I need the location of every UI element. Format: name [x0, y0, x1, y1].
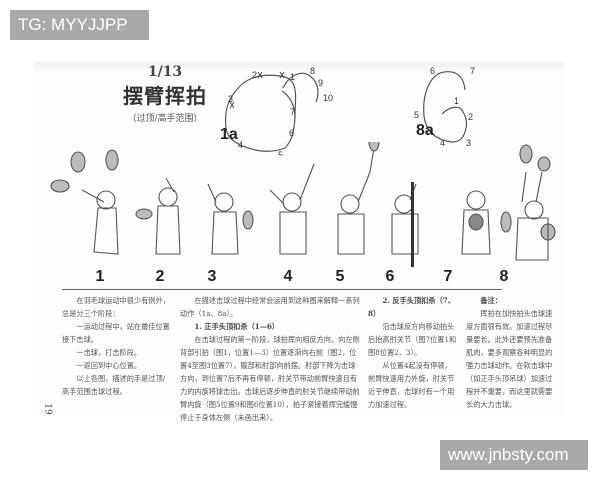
svg-text:2: 2 [468, 112, 473, 122]
step-number-3: 3 [207, 268, 217, 285]
paragraph: 一运动过程中，站在最佳位置接下击球。 [62, 322, 170, 344]
paragraph: 从位置4起没有停顿，前臂快速用力外旋，肘关节近乎伸直，击球时有一个用力加速过程。 [368, 361, 455, 409]
paragraph: 以上各图，描述的手是过顶/高手范围击球过程。 [62, 374, 166, 396]
figure-label-8a: 8a [416, 122, 434, 139]
paragraph: 一击球，打击阶段。 [76, 348, 142, 357]
trajectory-8a-diagram: 12 3 4 5 6 7 [414, 66, 475, 148]
svg-text:6: 6 [289, 128, 294, 138]
paragraph: 一返回到中心位置。 [76, 361, 142, 370]
svg-text:3: 3 [466, 138, 471, 148]
player-figures-illustration [50, 142, 556, 261]
step-number-7: 7 [443, 268, 453, 285]
svg-text:4: 4 [238, 140, 243, 150]
svg-text:6: 6 [430, 66, 435, 76]
svg-text:3: 3 [228, 94, 233, 104]
svg-text:10: 10 [323, 93, 333, 103]
paragraph: 在羽毛球运动中很少有例外，总是分三个阶段： [62, 296, 170, 318]
step-number-1: 1 [95, 268, 105, 285]
step-number-8: 8 [499, 268, 509, 285]
page-ref: 1/13 [147, 64, 183, 80]
step-number-5: 5 [335, 268, 345, 285]
paragraph: 挥拍在加快拍头击球速度方面很有效。加速过程尽量要长。此外还要预先准备肌肉，要多观… [466, 309, 553, 409]
paragraph: 在击球过程的第一阶段，球拍挥向相反方向，向左侧背部引拍（图1，位置1—3）位置逐… [180, 335, 360, 422]
svg-text:8: 8 [310, 66, 315, 76]
svg-text:2: 2 [252, 70, 257, 80]
svg-text:5: 5 [278, 150, 283, 156]
svg-text:1: 1 [454, 96, 459, 106]
page-title: 摆臂挥拍 [123, 84, 207, 108]
text-column-notes: 备注： 挥拍在加快拍头击球速度方面很有效。加速过程尽量要长。此外还要预先准备肌肉… [466, 294, 558, 411]
text-column-forehand: 在描述击球过程中经常会运用到这种图来解释一系列动作（1a、8a）。 1. 正手头… [180, 294, 360, 424]
page-edge-shade [34, 62, 564, 72]
watermark-bottom: www.jnbsty.com [440, 440, 588, 470]
svg-text:9: 9 [318, 78, 323, 88]
step-number-4: 4 [283, 268, 293, 285]
watermark-top: TG: MYYJJPP [10, 10, 149, 40]
text-column-backhand: 2. 反手头顶扣杀（7、8） 沿击球反方向移动拍头后抬高肘关节（图7位置1和图8… [368, 294, 458, 411]
svg-text:4: 4 [440, 138, 445, 148]
svg-text:7: 7 [470, 66, 475, 76]
section-heading: 备注： [480, 296, 502, 305]
svg-text:7: 7 [290, 107, 295, 117]
page-number: 19 [42, 403, 53, 415]
svg-text:1: 1 [290, 72, 295, 82]
page-subtitle: （过顶/高手范围） [127, 114, 203, 124]
title-block: 1/13 摆臂挥拍 （过顶/高手范围） [120, 64, 210, 124]
step-number-6: 6 [385, 268, 395, 285]
section-heading: 2. 反手头顶扣杀（7、8） [368, 296, 455, 318]
text-column-intro: 在羽毛球运动中很少有例外，总是分三个阶段： 一运动过程中，站在最佳位置接下击球。… [62, 294, 172, 398]
figure-label-1a: 1a [220, 126, 238, 143]
svg-text:5: 5 [414, 110, 419, 120]
step-number-2: 2 [155, 268, 165, 285]
section-heading: 1. 正手头顶扣杀（1—6） [194, 322, 280, 331]
paragraph: 在描述击球过程中经常会运用到这种图来解释一系列动作（1a、8a）。 [180, 296, 360, 318]
horizontal-rule [62, 289, 502, 290]
paragraph: 沿击球反方向移动拍头后抬高肘关节（图7位置1和图8位置2、3）。 [368, 322, 457, 357]
section-divider [411, 182, 414, 267]
